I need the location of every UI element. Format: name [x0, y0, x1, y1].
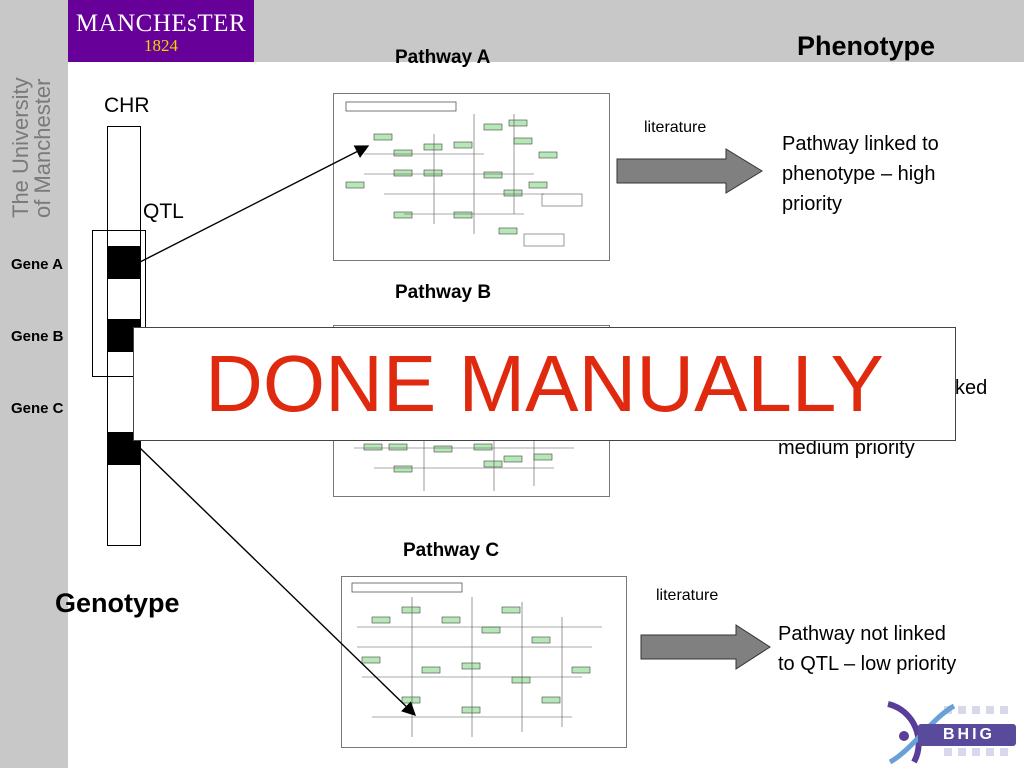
done-manually-text: DONE MANUALLY [205, 339, 884, 428]
manchester-logo: MANCHEsTER 1824 [68, 0, 254, 62]
gene-a-band [108, 246, 140, 279]
outcome-a-line-1: Pathway linked to [782, 133, 939, 155]
outcome-b-line-2: medium priority [778, 437, 915, 459]
pathway-c-title: Pathway C [403, 540, 500, 561]
logo-name: MANCHEsTER [75, 10, 247, 37]
literature-label-c: literature [656, 587, 719, 604]
genotype-label: Genotype [55, 588, 180, 618]
literature-arrow-a [616, 148, 763, 194]
literature-arrow-c [640, 624, 771, 670]
done-manually-banner: DONE MANUALLY [133, 327, 956, 441]
outcome-b-line-1: ked [955, 377, 988, 399]
chr-label: CHR [104, 94, 150, 117]
literature-label-a: literature [644, 119, 707, 136]
outcome-a: Pathway linked to phenotype – high prior… [782, 129, 939, 219]
sidebar-strip [0, 0, 68, 768]
qtl-box [92, 230, 146, 377]
gene-a-to-pathway-a-line [139, 145, 370, 263]
qtl-label: QTL [143, 200, 184, 223]
outcome-c-line-1: Pathway not linked [778, 623, 946, 645]
gene-b-label: Gene B [11, 328, 64, 345]
pathway-a-diagram [345, 101, 583, 247]
pathway-a-map [333, 93, 610, 261]
pathway-c-diagram [351, 582, 602, 737]
phenotype-heading: Phenotype [797, 31, 936, 61]
outcome-c-line-2: to QTL – low priority [778, 653, 957, 675]
pathway-b-title: Pathway B [395, 282, 492, 303]
gene-c-label: Gene C [11, 400, 64, 417]
logo-year: 1824 [144, 36, 178, 55]
pathway-b-diagram [354, 436, 574, 491]
pathway-a-title: Pathway A [395, 47, 491, 68]
bhig-logo-text: BHIG [943, 726, 995, 743]
outcome-c: Pathway not linked to QTL – low priority [778, 619, 956, 679]
gene-a-label: Gene A [11, 256, 63, 273]
bhig-logo: BHIG [884, 700, 1020, 766]
outcome-a-line-3: priority [782, 193, 843, 215]
pathway-c-map [341, 576, 627, 748]
gene-c-to-pathway-c-line [139, 447, 417, 716]
bhig-logo-graphic [887, 701, 1016, 765]
outcome-a-line-2: phenotype – high [782, 163, 936, 185]
